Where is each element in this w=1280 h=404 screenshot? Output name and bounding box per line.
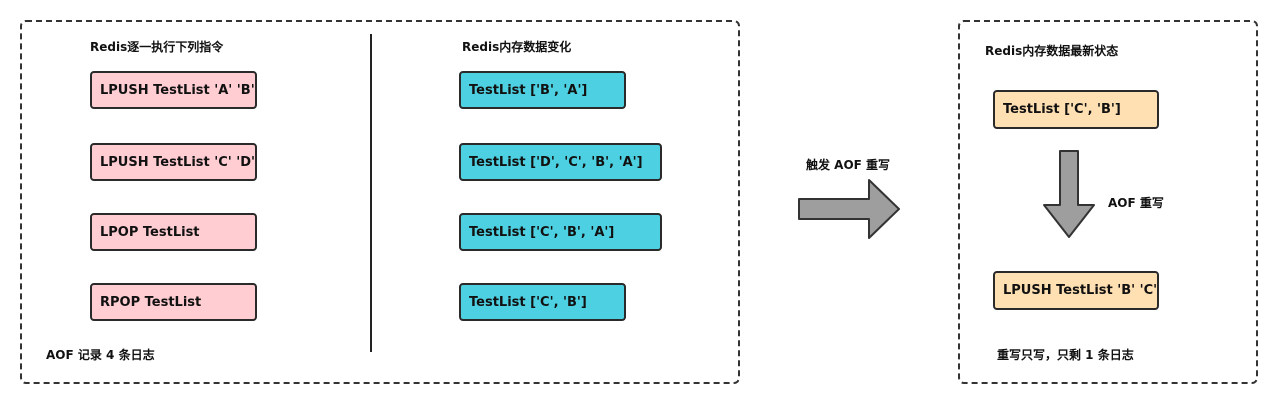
command-box: LPOP TestList (90, 213, 257, 251)
memory-state-box: TestList ['B', 'A'] (459, 71, 626, 109)
command-box: RPOP TestList (90, 283, 257, 321)
panel-divider (370, 34, 372, 352)
down-arrow-icon (1043, 150, 1095, 238)
command-box: LPUSH TestList 'C' 'D' (90, 143, 257, 181)
commands-heading: Redis逐一执行下列指令 (90, 40, 224, 54)
memory-state-box: TestList ['D', 'C', 'B', 'A'] (459, 143, 662, 181)
aof-log-count-note: AOF 记录 4 条日志 (46, 348, 155, 362)
latest-state-panel (958, 20, 1258, 384)
right-arrow-icon (798, 179, 900, 239)
rewritten-command-box: LPUSH TestList 'B' 'C' (993, 271, 1159, 310)
latest-state-box: TestList ['C', 'B'] (993, 90, 1159, 129)
command-box: LPUSH TestList 'A' 'B' (90, 71, 257, 109)
latest-state-heading: Redis内存数据最新状态 (985, 44, 1119, 58)
rewrite-result-note: 重写只写，只剩 1 条日志 (997, 348, 1134, 362)
memory-heading: Redis内存数据变化 (462, 40, 572, 54)
memory-state-box: TestList ['C', 'B'] (459, 283, 626, 321)
memory-state-box: TestList ['C', 'B', 'A'] (459, 213, 662, 251)
trigger-rewrite-label: 触发 AOF 重写 (806, 158, 891, 172)
aof-rewrite-label: AOF 重写 (1108, 196, 1164, 210)
aof-log-panel (20, 20, 740, 384)
